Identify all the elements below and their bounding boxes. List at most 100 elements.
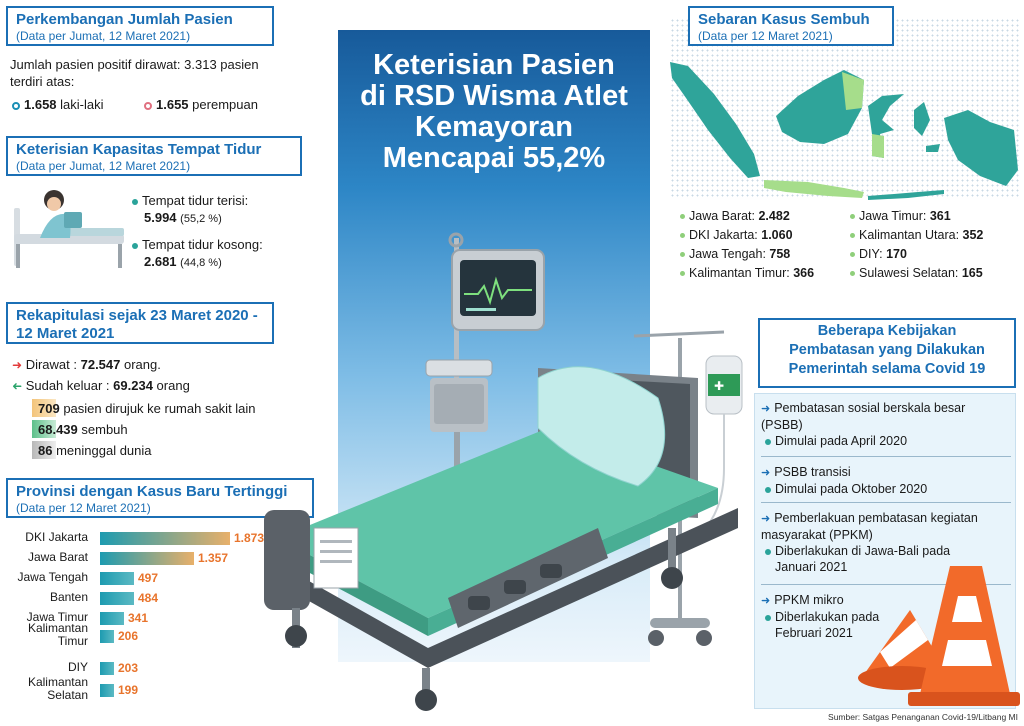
recovered-swatch bbox=[32, 420, 56, 438]
bar-category-label-line: Jawa Barat bbox=[27, 550, 88, 564]
dot-icon bbox=[680, 271, 685, 277]
recovered-list-item: Kalimantan Timur: 366 bbox=[680, 264, 814, 283]
recovered-province-value: 361 bbox=[929, 209, 951, 223]
recovered-map-title: Sebaran Kasus Sembuh bbox=[698, 11, 870, 28]
patients-header: Perkembangan Jumlah Pasien (Data per Jum… bbox=[6, 6, 274, 46]
dot-icon bbox=[680, 214, 685, 220]
arrow-right-icon: ➜ bbox=[761, 513, 771, 525]
recap-recovered: 68.439 sembuh bbox=[38, 421, 128, 438]
headline-line3: Kemayoran bbox=[415, 111, 573, 143]
patients-male: 1.658 laki-laki bbox=[12, 96, 104, 113]
policy-divider bbox=[761, 584, 1011, 585]
recovered-province-value: 165 bbox=[961, 266, 983, 280]
bar-row: Banten 484 bbox=[8, 590, 308, 610]
recap-treated-value: 72.547 bbox=[80, 357, 121, 372]
policy-ppkm-line1: Pemberlakuan pembatasan kegiatan bbox=[774, 511, 978, 525]
dot-icon bbox=[132, 242, 138, 249]
dot-icon bbox=[850, 252, 855, 258]
provinces-title: Provinsi dengan Kasus Baru Tertinggi bbox=[16, 483, 288, 500]
recovered-list-item: DIY: 170 bbox=[850, 245, 983, 264]
bar-category-label: Jawa Tengah bbox=[8, 571, 89, 584]
bar bbox=[100, 662, 114, 675]
policy-transisi: ➜PSBB transisi Dimulai pada Oktober 2020 bbox=[761, 464, 1011, 497]
bar-row: Jawa Tengah 497 bbox=[8, 570, 308, 590]
circle-icon bbox=[12, 101, 20, 110]
recap-out-label: Sudah keluar : bbox=[25, 378, 110, 393]
bar bbox=[100, 572, 134, 585]
bar-value-label: 199 bbox=[118, 683, 139, 697]
policy-divider bbox=[761, 502, 1011, 503]
bar-value-label: 484 bbox=[138, 591, 159, 605]
bar-value-label: 341 bbox=[128, 611, 149, 625]
recap-out-unit: orang bbox=[156, 378, 190, 393]
male-value: 1.658 bbox=[24, 97, 57, 112]
policy-mikro: ➜PPKM mikro Diberlakukan pada Februari 2… bbox=[761, 592, 1011, 641]
bar bbox=[100, 684, 114, 697]
bar bbox=[100, 592, 134, 605]
recovered-province-value: 758 bbox=[769, 247, 791, 261]
dot-icon bbox=[765, 548, 771, 555]
policy-ppkm-detail-line1: Diberlakukan di Jawa-Bali pada bbox=[775, 544, 951, 558]
traffic-cone-icon bbox=[858, 566, 1020, 706]
recovered-list-item: Jawa Barat: 2.482 bbox=[680, 207, 814, 226]
recap-referred: 709 pasien dirujuk ke rumah sakit lain bbox=[38, 400, 256, 417]
recovered-map-header: Sebaran Kasus Sembuh (Data per 12 Maret … bbox=[688, 6, 894, 46]
headline-line1: Keterisian Pasien bbox=[373, 49, 615, 81]
policy-ppkm-detail-line2: Januari 2021 bbox=[775, 560, 848, 574]
bar-category-label: Jawa Barat bbox=[8, 551, 88, 564]
recap-died-label: meninggal dunia bbox=[56, 443, 152, 458]
circle-icon bbox=[144, 101, 152, 110]
beds-empty-label: Tempat tidur kosong: bbox=[142, 237, 263, 252]
beds-empty: Tempat tidur kosong: 2.681 (44,8 %) bbox=[132, 236, 263, 272]
recap-header: Rekapitulasi sejak 23 Maret 2020 - 12 Ma… bbox=[6, 302, 274, 344]
bar-value-label: 1.357 bbox=[198, 551, 229, 565]
bar-value-label: 497 bbox=[138, 571, 159, 585]
recovered-list-item: Sulawesi Selatan: 165 bbox=[850, 264, 983, 283]
recovered-list-item: Kalimantan Utara: 352 bbox=[850, 226, 983, 245]
recap-treated-label: Dirawat : bbox=[25, 357, 77, 372]
recap-recovered-value: 68.439 bbox=[38, 422, 78, 437]
policy-transisi-label: PSBB transisi bbox=[774, 465, 851, 479]
patients-intro: Jumlah pasien positif dirawat: 3.313 pas… bbox=[10, 56, 310, 90]
beds-empty-value: 2.681 bbox=[144, 254, 177, 269]
patients-intro-line1: Jumlah pasien positif dirawat: 3.313 pas… bbox=[10, 57, 259, 72]
policy-title: Beberapa Kebijakan Pembatasan yang Dilak… bbox=[758, 322, 1016, 379]
recovered-list-item: Jawa Tengah: 758 bbox=[680, 245, 814, 264]
recap-referred-label: pasien dirujuk ke rumah sakit lain bbox=[63, 401, 256, 416]
recap-out-value: 69.234 bbox=[113, 378, 153, 393]
female-label: perempuan bbox=[192, 97, 258, 112]
policy-psbb-start: Dimulai pada April 2020 bbox=[775, 434, 908, 448]
recap-died: 86 meninggal dunia bbox=[38, 442, 152, 459]
policy-title-line3: Pemerintah selama Covid 19 bbox=[788, 361, 986, 377]
recovered-list-item: Jawa Timur: 361 bbox=[850, 207, 983, 226]
policy-ppkm-line2: masyarakat (PPKM) bbox=[761, 528, 873, 542]
bar-category-label-line: Banten bbox=[49, 590, 88, 604]
arrow-right-icon: ➜ bbox=[12, 358, 23, 372]
bar-category-label: Jawa Timur bbox=[8, 611, 88, 624]
beds-subtitle: (Data per Jumat, 12 Maret 2021) bbox=[16, 159, 191, 173]
recovered-province-name: DIY: bbox=[859, 247, 887, 261]
bar-category-label-line: DIY bbox=[67, 660, 88, 674]
bar-value-label: 203 bbox=[118, 661, 139, 675]
bar-category-label-line: DKI Jakarta bbox=[25, 530, 88, 544]
recap-recovered-label: sembuh bbox=[81, 422, 128, 437]
headline-line4: Mencapai 55,2% bbox=[382, 142, 606, 174]
bar-category-label-line: Jawa Timur bbox=[26, 610, 88, 624]
beds-filled-pct: (55,2 %) bbox=[180, 213, 222, 225]
bar-category-label-line: Kalimantan bbox=[27, 621, 88, 635]
dot-icon bbox=[680, 252, 685, 258]
policy-psbb-line2: (PSBB) bbox=[761, 418, 803, 432]
policy-title-line2: Pembatasan yang Dilakukan bbox=[789, 342, 985, 358]
headline: Keterisian Pasien di RSD Wisma Atlet Kem… bbox=[338, 50, 650, 174]
dot-icon bbox=[850, 214, 855, 220]
bar-category-label-line: Timur bbox=[57, 634, 88, 648]
beds-title: Keterisian Kapasitas Tempat Tidur bbox=[16, 141, 262, 158]
dot-icon bbox=[765, 438, 771, 445]
recap-died-value: 86 bbox=[38, 443, 53, 458]
patient-bed-icon bbox=[14, 190, 124, 268]
